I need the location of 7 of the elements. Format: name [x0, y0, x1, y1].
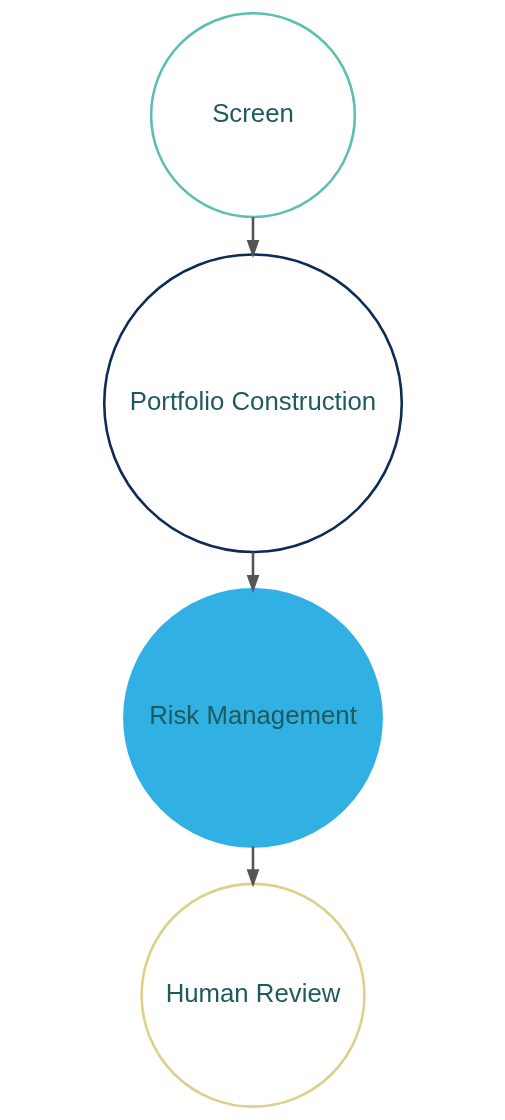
node-circle: Portfolio Construction	[102, 253, 403, 554]
arrow	[246, 217, 259, 259]
arrow	[246, 846, 259, 888]
arrow	[246, 552, 259, 594]
node-circle: Screen	[149, 12, 356, 219]
node-circle: Human Review	[139, 882, 366, 1108]
node-circle: Risk Management	[122, 588, 383, 848]
